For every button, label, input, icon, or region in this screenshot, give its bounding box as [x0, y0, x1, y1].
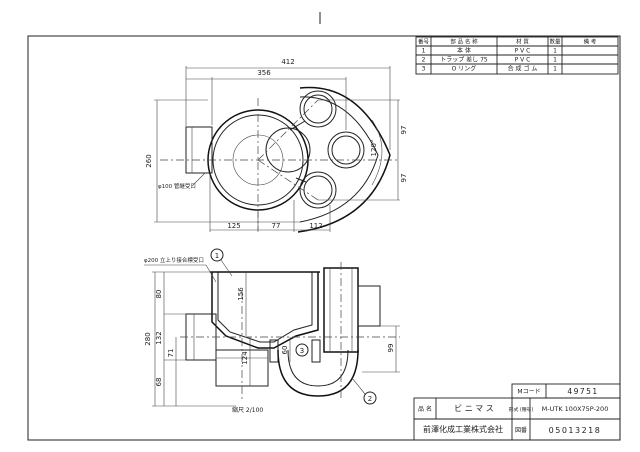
- parts-row-2-material: P V C: [515, 57, 531, 64]
- dim-plan-angle: 120°: [370, 140, 378, 157]
- mcode-label: Mコード: [517, 389, 540, 396]
- dim-plan-77: 77: [272, 222, 281, 230]
- parts-header-material: 材 質: [516, 38, 529, 46]
- plan-view: 412 356 260 φ100 管継受口 125 77 112 97 97 1…: [145, 58, 408, 233]
- dim-plan-260: 260: [145, 154, 153, 167]
- dim-plan-356: 356: [257, 69, 271, 77]
- parts-row-1-qty: 1: [553, 48, 557, 55]
- dim-section-99: 99: [387, 344, 395, 353]
- model-label: 形式 (種号): [509, 406, 534, 413]
- parts-row-3-name: O リング: [452, 65, 477, 73]
- balloon-1: 1: [215, 252, 219, 260]
- dim-section-68: 68: [155, 378, 163, 387]
- parts-header-no: 番号: [418, 39, 430, 46]
- dim-plan-125: 125: [227, 222, 240, 230]
- title-block: Mコード 49751 品 名 ビ ニ マ ス 形式 (種号) M-UTK 100…: [413, 383, 621, 441]
- balloon-3: 3: [300, 347, 304, 355]
- dim-plan-412: 412: [281, 58, 294, 66]
- parts-row-1-material: P V C: [515, 48, 531, 55]
- parts-row-2-qty: 1: [553, 57, 557, 64]
- dim-section-132: 132: [155, 331, 163, 344]
- dim-section-80: 80: [155, 290, 163, 299]
- parts-row-3-no: 3: [422, 66, 426, 73]
- drawing-no-value: 05013218: [549, 426, 602, 435]
- dim-section-124: 124: [241, 351, 249, 365]
- scale-label: 縮尺 2/100: [232, 406, 263, 414]
- section-top-label: φ200 立上り接合標受口: [144, 256, 204, 264]
- parts-header-name: 部 品 名 称: [450, 38, 478, 46]
- drawing-frame: [27, 12, 621, 441]
- plan-inlet-label: φ100 管継受口: [158, 182, 196, 190]
- parts-row-3-material: 合 成 ゴ ム: [508, 65, 538, 73]
- dim-section-156: 156: [237, 287, 245, 301]
- model-value: M-UTK 100X75P-200: [542, 405, 609, 413]
- mcode-value: 49751: [567, 387, 598, 396]
- balloon-2: 2: [368, 395, 372, 403]
- parts-row-2-no: 2: [422, 57, 426, 64]
- dim-plan-97-bottom: 97: [400, 174, 408, 183]
- dim-section-60: 60: [281, 346, 289, 355]
- parts-header-qty: 数量: [549, 38, 561, 46]
- parts-row-1-no: 1: [422, 48, 426, 55]
- dim-section-280: 280: [144, 332, 152, 345]
- parts-row-1-name: 本 体: [457, 47, 471, 55]
- name-value: ビ ニ マ ス: [454, 404, 494, 413]
- dim-plan-97-top: 97: [400, 126, 408, 135]
- parts-header-note: 備 考: [584, 38, 597, 46]
- parts-row-3-qty: 1: [553, 66, 557, 73]
- dim-plan-112: 112: [309, 222, 322, 230]
- drawing-no-label: 図番: [515, 427, 527, 434]
- name-label: 品 名: [418, 405, 432, 413]
- dim-section-71: 71: [167, 349, 175, 358]
- parts-table: 番号 部 品 名 称 材 質 数量 備 考 1 本 体 P V C 1 2 トラ…: [415, 36, 619, 75]
- company-name: 前澤化成工業株式会社: [423, 424, 503, 434]
- parts-row-2-name: トラップ 差し 75: [440, 56, 488, 64]
- section-view: φ200 立上り接合標受口 1 2 3 280 80 132 68 71 156…: [144, 248, 400, 414]
